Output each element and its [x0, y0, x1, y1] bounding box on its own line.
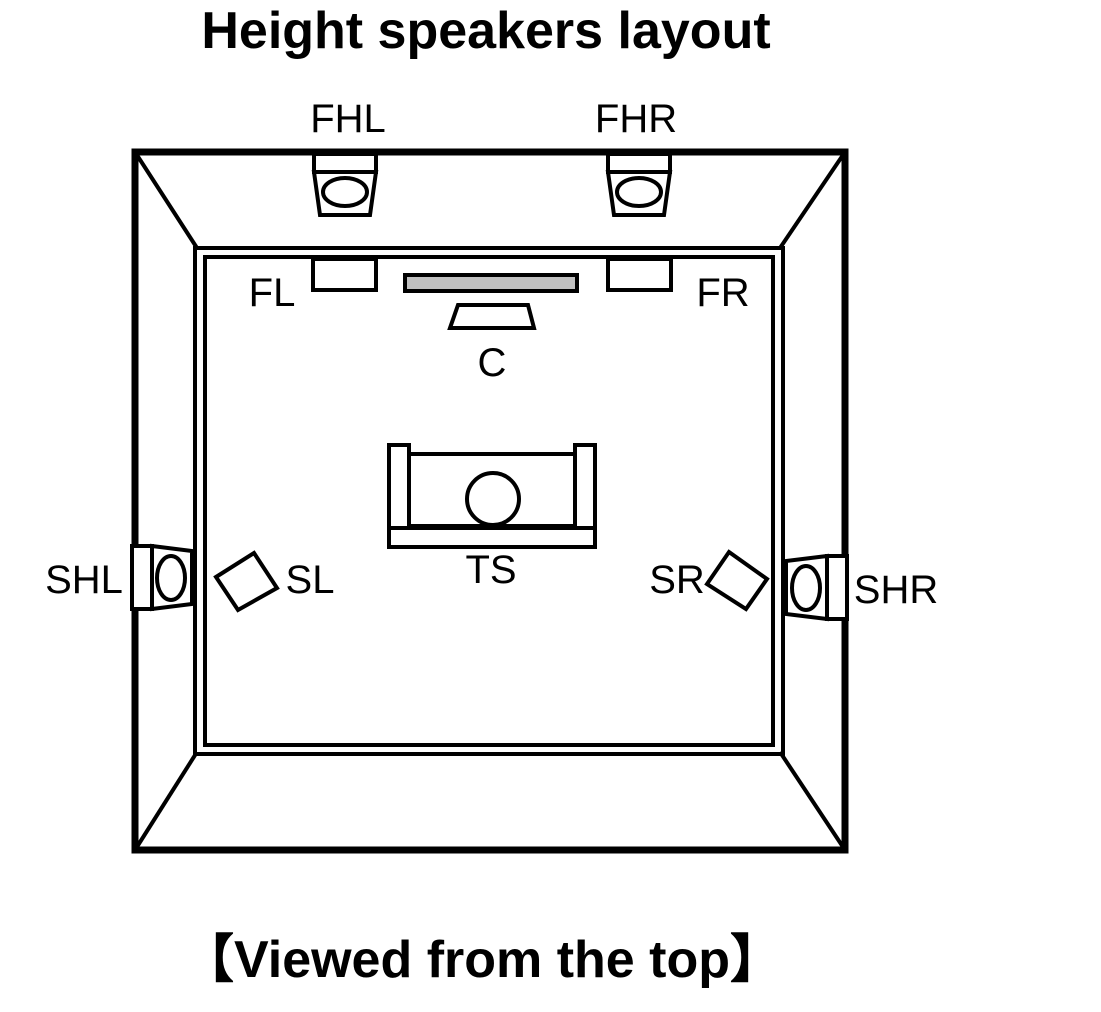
- shr-speaker: [784, 553, 849, 622]
- shl-speaker: [130, 543, 194, 612]
- diagram-title: Height speakers layout: [201, 2, 770, 60]
- fl-speaker: [311, 257, 378, 292]
- shr-label: SHR: [854, 568, 938, 612]
- room-floor-inner: [203, 255, 775, 747]
- fhl-label: FHL: [310, 97, 386, 141]
- sr-speaker: [704, 549, 770, 612]
- fhr-speaker: [605, 152, 673, 217]
- c-label: C: [478, 341, 507, 385]
- fhr-label: FHR: [595, 97, 677, 141]
- sl-label: SL: [286, 558, 335, 602]
- room-perspective-lines: [133, 150, 847, 852]
- tv-screen: [403, 273, 579, 293]
- fr-speaker: [606, 257, 673, 292]
- room-floor-outer: [193, 246, 785, 756]
- view-caption: 【Viewed from the top】: [182, 931, 782, 989]
- c-speaker: [447, 303, 537, 330]
- fl-label: FL: [249, 271, 296, 315]
- sl-speaker: [213, 550, 280, 613]
- fhl-speaker: [311, 152, 379, 217]
- ts-label: TS: [465, 548, 516, 592]
- fr-label: FR: [696, 271, 749, 315]
- sr-label: SR: [649, 558, 705, 602]
- shl-label: SHL: [45, 558, 123, 602]
- ts-speaker-seat: [387, 443, 597, 549]
